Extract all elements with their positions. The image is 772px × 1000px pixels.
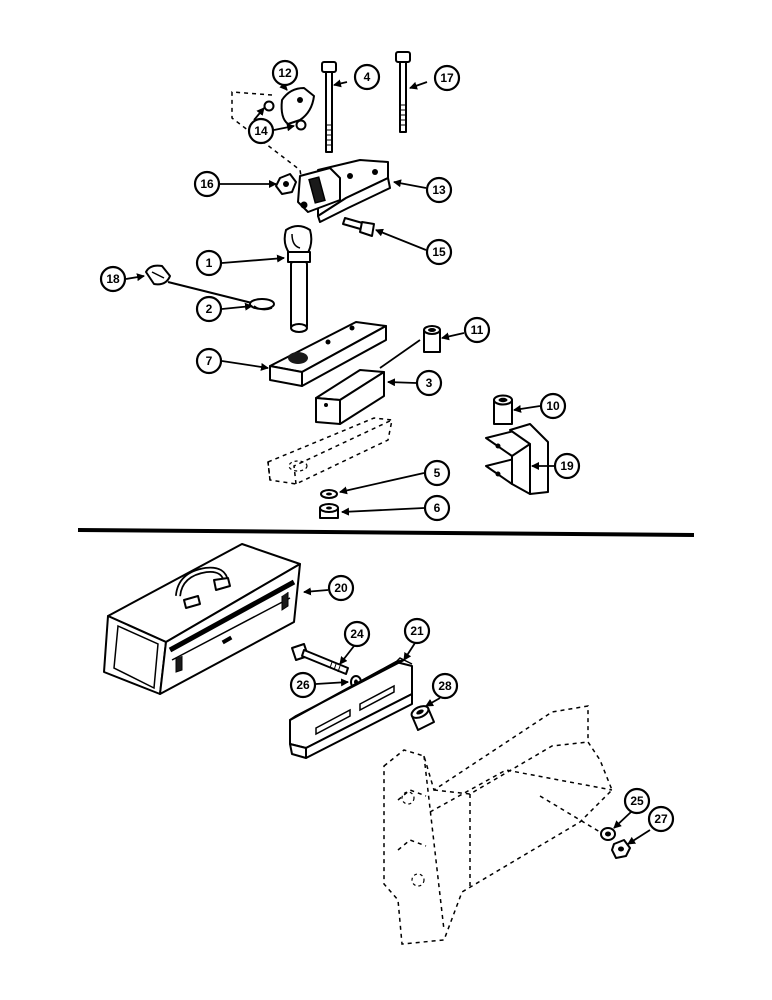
callout-27-label: 27	[654, 812, 668, 826]
callout-18-label: 18	[106, 272, 120, 286]
callout-1-label: 1	[206, 256, 213, 270]
callout-20: 20	[327, 574, 355, 602]
callout-24-label: 24	[350, 627, 364, 641]
callout-15: 15	[425, 238, 453, 266]
part-27-nut	[611, 839, 631, 859]
callout-26-label: 26	[296, 678, 310, 692]
callout-12: 12	[271, 59, 299, 87]
callout-19-label: 19	[560, 459, 574, 473]
leader-lines	[125, 73, 651, 845]
callout-26: 26	[289, 671, 317, 699]
callout-16: 16	[193, 170, 221, 198]
callout-11-label: 11	[471, 323, 484, 337]
part-15-bolt	[342, 217, 375, 237]
callout-4-label: 4	[364, 70, 371, 84]
callout-28: 28	[431, 672, 459, 700]
callout-18: 18	[99, 265, 127, 293]
callout-7-label: 7	[206, 354, 213, 368]
part-1-hitch-pin	[283, 225, 313, 333]
part-18-lock-pin	[145, 264, 253, 304]
part-11-bushing	[423, 325, 441, 353]
callout-16-label: 16	[200, 177, 214, 191]
callout-5: 5	[423, 459, 451, 487]
phantom-line-12	[231, 91, 303, 183]
part-10-bushing	[493, 394, 513, 425]
part-3-spacer-block	[315, 369, 385, 425]
part-21-channel-bracket	[289, 657, 413, 759]
callout-14-label: 14	[254, 124, 268, 138]
callout-7: 7	[195, 347, 223, 375]
callout-17: 17	[433, 64, 461, 92]
callout-21: 21	[403, 617, 431, 645]
callout-25-label: 25	[630, 794, 644, 808]
part-4-bolt	[321, 61, 337, 153]
part-7-drawbar-block	[269, 321, 387, 387]
callout-17-label: 17	[440, 71, 454, 85]
callout-3: 3	[415, 369, 443, 397]
callout-13: 13	[425, 176, 453, 204]
callout-28-label: 28	[438, 679, 452, 693]
callout-21-label: 21	[410, 624, 424, 638]
part-24-bolt	[291, 643, 349, 675]
callout-1: 1	[195, 249, 223, 277]
part-14-nuts	[263, 100, 307, 131]
callout-10: 10	[539, 392, 567, 420]
part-6-nut	[319, 503, 339, 519]
callout-13-label: 13	[432, 183, 446, 197]
callout-4: 4	[353, 63, 381, 91]
part-12-latch-plate	[280, 87, 315, 125]
callout-5-label: 5	[434, 466, 441, 480]
part-28-bushing	[410, 705, 435, 731]
phantom-tractor-frame	[383, 705, 613, 945]
part-19-u-bracket	[485, 423, 549, 495]
part-16-nut	[275, 173, 297, 195]
part-25-washer	[600, 827, 616, 841]
part-5-washer	[320, 489, 338, 499]
callout-2: 2	[195, 295, 223, 323]
callout-3-label: 3	[426, 376, 433, 390]
callout-6: 6	[423, 494, 451, 522]
part-2-spring-clip	[249, 298, 275, 311]
callout-19: 19	[553, 452, 581, 480]
callout-2-label: 2	[206, 302, 213, 316]
part-13-bracket	[297, 159, 391, 223]
phantom-lower-drawbar	[267, 417, 393, 485]
callout-10-label: 10	[546, 399, 560, 413]
part-17-bolt	[395, 51, 411, 133]
callout-27: 27	[647, 805, 675, 833]
callout-15-label: 15	[432, 245, 446, 259]
callout-24: 24	[343, 620, 371, 648]
callout-11: 11	[463, 316, 491, 344]
section-divider	[77, 528, 695, 537]
callout-25: 25	[623, 787, 651, 815]
callout-14: 14	[247, 117, 275, 145]
callout-20-label: 20	[334, 581, 348, 595]
callout-6-label: 6	[434, 501, 441, 515]
part-20-toolbox	[103, 543, 301, 695]
callout-12-label: 12	[278, 66, 292, 80]
